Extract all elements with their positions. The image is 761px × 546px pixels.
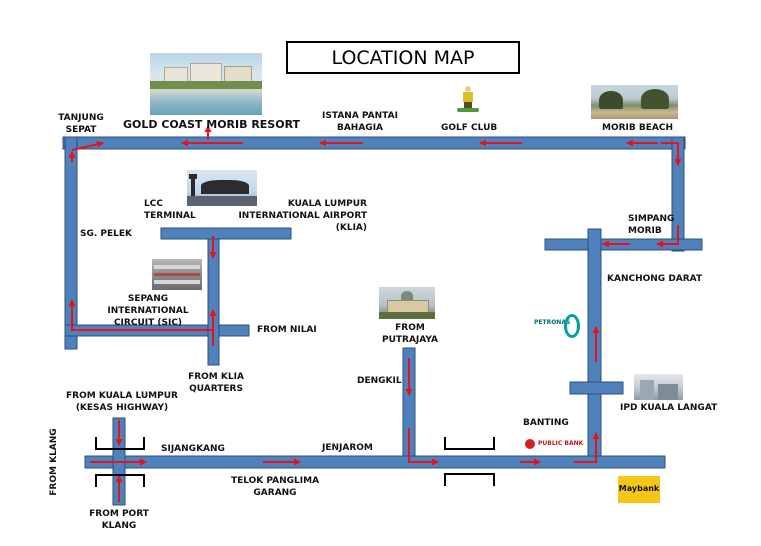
putrajaya-photo: [379, 287, 435, 319]
petronas-logo: PETRONAS: [534, 314, 584, 342]
public-bank-logo: PUBLIC BANK: [525, 437, 585, 451]
label-gold-coast-morib-resort: GOLD COAST MORIB RESORT: [123, 118, 301, 131]
road-coastal-top: [62, 136, 686, 150]
label-from-port-klang: FROM PORT KLANG: [89, 509, 149, 531]
klia-photo: [187, 170, 257, 206]
morib-beach-photo: [591, 85, 678, 119]
label-klia: KUALA LUMPUR INTERNATIONAL AIRPORT (KLIA…: [238, 199, 367, 233]
label-sg-pelek: SG. PELEK: [80, 229, 133, 239]
map-title-text: LOCATION MAP: [331, 46, 475, 69]
public-bank-text: PUBLIC BANK: [538, 440, 584, 447]
label-sepang-circuit: SEPANG INTERNATIONAL CIRCUIT (SIC): [107, 294, 189, 328]
label-ipd-kuala-langat: IPD KUALA LANGAT: [620, 403, 718, 413]
label-from-putrajaya: FROM PUTRAJAYA: [381, 323, 438, 345]
map-title: LOCATION MAP: [286, 41, 520, 74]
sepang-circuit-photo: [152, 259, 202, 290]
road-lcc-horizontal: [160, 227, 292, 240]
ipd-photo: [634, 374, 683, 400]
label-kanchong-darat: KANCHONG DARAT: [607, 274, 703, 284]
petronas-text: PETRONAS: [534, 319, 571, 326]
label-istana-pantai-bahagia: ISTANA PANTAI BAHAGIA: [322, 111, 398, 133]
label-sijangkang: SIJANGKANG: [161, 444, 225, 454]
label-telok-panglima-garang: TELOK PANGLIMA GARANG: [230, 476, 320, 498]
route-arrows: [68, 125, 682, 502]
label-lcc-terminal: LCC TERMINAL: [144, 199, 196, 221]
label-golf-club: GOLF CLUB: [441, 123, 498, 133]
maybank-text: Maybank: [618, 484, 660, 493]
label-from-kuala-lumpur: FROM KUALA LUMPUR (KESAS HIGHWAY): [66, 391, 178, 413]
label-from-klang: FROM KLANG: [49, 428, 59, 496]
label-dengkil: DENGKIL: [357, 376, 402, 386]
road-banting-vertical: [587, 228, 602, 458]
label-morib-beach: MORIB BEACH: [602, 123, 673, 133]
resort-photo: [150, 53, 262, 115]
label-simpang-morib: SIMPANG MORIB: [628, 214, 675, 236]
road-ipd-horizontal: [569, 381, 624, 395]
label-jenjarom: JENJAROM: [322, 443, 373, 453]
golf-club-icon: [457, 86, 479, 112]
label-from-nilai: FROM NILAI: [257, 325, 317, 335]
road-south-horizontal: [84, 455, 666, 469]
maybank-logo: Maybank: [618, 476, 660, 503]
label-banting: BANTING: [523, 418, 569, 428]
road-west-vertical: [64, 136, 78, 350]
label-tanjung-sepat: TANJUNG SEPAT: [58, 113, 104, 135]
label-from-klia-quarters: FROM KLIA QUARTERS: [188, 372, 244, 394]
